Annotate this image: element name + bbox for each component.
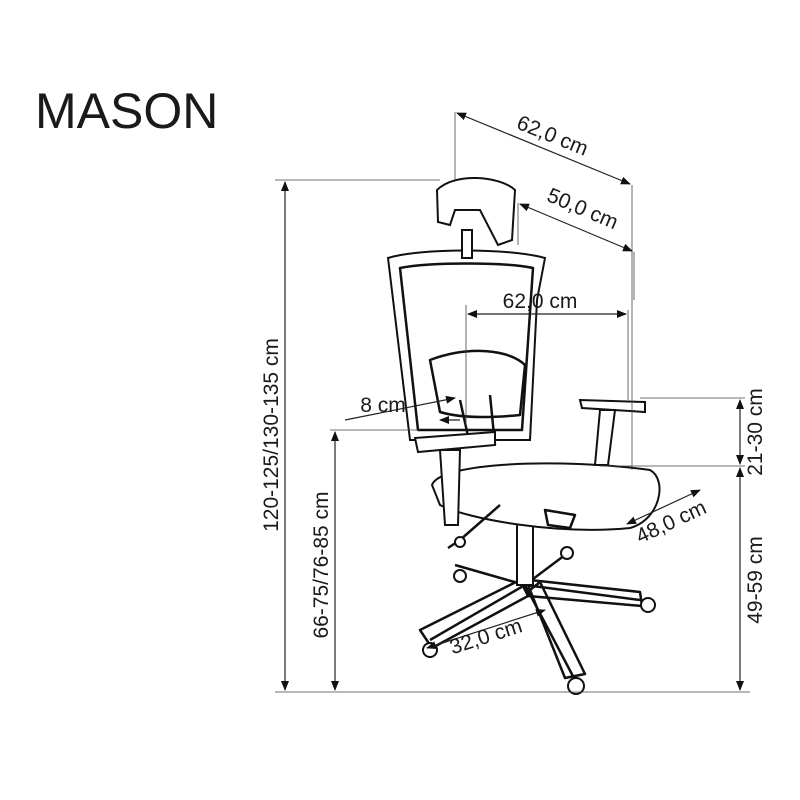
label-lumbar: 8 cm — [360, 394, 406, 417]
label-armrest-floor-height: 66-75/76-85 cm — [310, 491, 333, 638]
chair-base — [418, 509, 656, 695]
right-armrest — [578, 398, 646, 414]
chair-illustration — [386, 177, 661, 695]
label-base-radius: 32,0 cm — [447, 614, 525, 659]
label-armrest-height: 21-30 cm — [744, 388, 767, 476]
label-total-height: 120-125/130-135 cm — [260, 338, 283, 532]
backrest — [386, 249, 547, 441]
label-seat-height: 49-59 cm — [744, 536, 767, 624]
label-width: 62,0 cm — [503, 290, 578, 313]
left-armrest — [413, 430, 496, 454]
headrest — [435, 177, 517, 247]
label-depth-top: 62,0 cm — [513, 111, 591, 160]
label-headrest-depth: 50,0 cm — [544, 184, 622, 234]
dimension-lines — [281, 112, 744, 691]
extension-lines — [275, 112, 750, 693]
product-title: MASON — [35, 83, 218, 139]
